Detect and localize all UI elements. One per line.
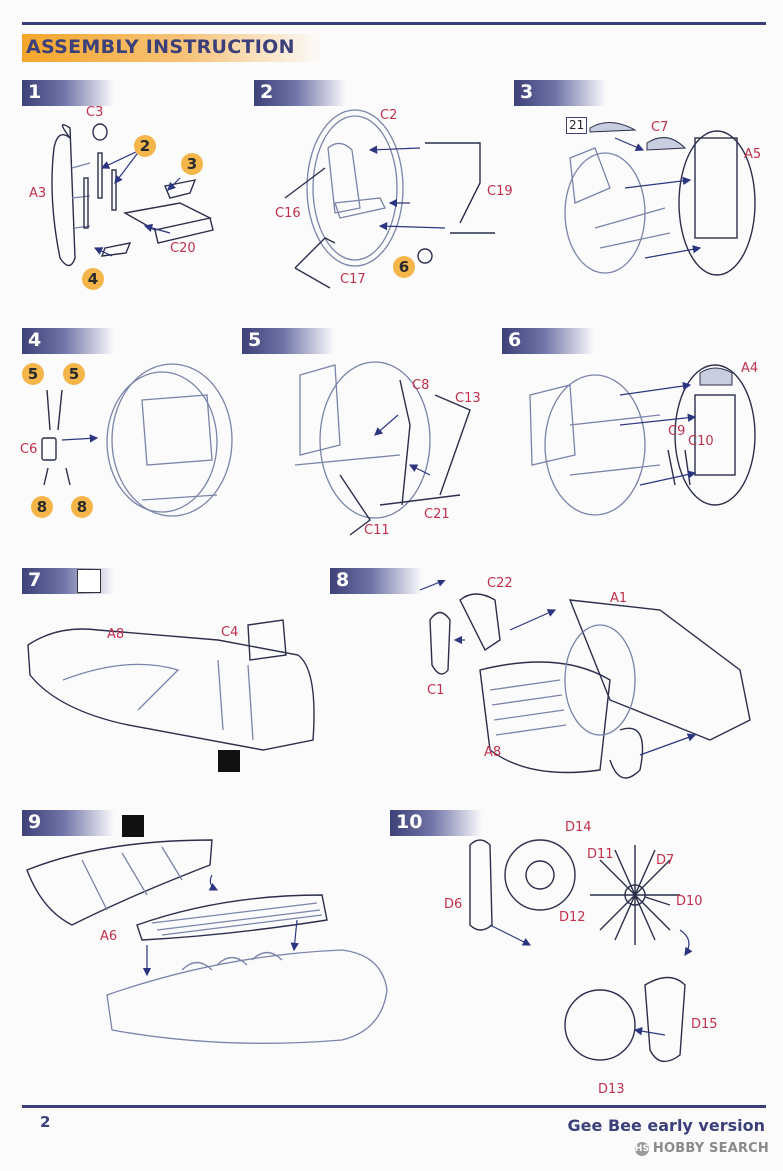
part-label: D10	[676, 894, 703, 909]
part-label: C2	[380, 108, 398, 123]
sub-assembly-icon	[77, 569, 101, 593]
part-label: C3	[86, 105, 104, 120]
part-label: D13	[598, 1082, 625, 1097]
step-badge-5: 5	[242, 328, 334, 354]
ref-bubble: 6	[393, 256, 415, 278]
part-label: C7	[651, 120, 669, 135]
ref-bubble: 3	[181, 153, 203, 175]
ref-bubble: 5	[22, 363, 44, 385]
part-label: A1	[610, 591, 628, 606]
bottom-rule	[22, 1105, 766, 1108]
step-number: 9	[28, 811, 42, 833]
watermark-logo-icon: HS	[634, 1141, 650, 1156]
part-label: A5	[744, 147, 762, 162]
top-rule	[22, 22, 766, 25]
step8-drawing	[419, 580, 751, 779]
part-label: C16	[275, 206, 301, 221]
step9-drawing	[26, 815, 388, 1044]
part-label: C9	[668, 424, 686, 439]
step-badge-6: 6	[502, 328, 594, 354]
step2-drawing	[284, 109, 495, 289]
step-number: 10	[396, 811, 423, 833]
part-label: C21	[424, 507, 450, 522]
step-badge-2: 2	[254, 80, 346, 106]
part-label: C17	[340, 272, 366, 287]
step-number: 4	[28, 329, 42, 351]
part-label: C8	[412, 378, 430, 393]
ref-bubble: 4	[82, 268, 104, 290]
watermark-text: HOBBY SEARCH	[652, 1141, 769, 1156]
step-badge-9: 9	[22, 810, 114, 836]
step5-drawing	[294, 361, 471, 536]
part-label: C20	[170, 241, 196, 256]
ref-box: 21	[566, 117, 588, 134]
step4-drawing	[41, 363, 233, 517]
part-label: D15	[691, 1017, 718, 1032]
step-badge-4: 4	[22, 328, 114, 354]
part-label: C11	[364, 523, 390, 538]
part-label: D6	[444, 897, 463, 912]
part-label: D12	[559, 910, 586, 925]
step-badge-1: 1	[22, 80, 114, 106]
ref-bubble: 2	[134, 135, 156, 157]
part-label: A6	[100, 929, 118, 944]
step-number: 8	[336, 569, 350, 591]
part-label: D7	[656, 853, 675, 868]
part-label: C10	[688, 434, 714, 449]
part-label: C4	[221, 625, 239, 640]
step-number: 5	[248, 329, 262, 351]
model-title: Gee Bee early version	[567, 1116, 765, 1135]
step7-drawing	[27, 619, 315, 772]
step3-drawing	[564, 122, 756, 276]
step-badge-8: 8	[330, 568, 422, 594]
part-label: C13	[455, 391, 481, 406]
part-label: C6	[20, 442, 38, 457]
step-number: 7	[28, 569, 42, 591]
step-number: 2	[260, 81, 274, 103]
step-number: 1	[28, 81, 42, 103]
step-badge-10: 10	[390, 810, 482, 836]
part-label: A3	[29, 186, 47, 201]
step1-drawing	[51, 123, 214, 267]
step-number: 3	[520, 81, 534, 103]
page-number: 2	[40, 1113, 51, 1131]
part-label: C1	[427, 683, 445, 698]
step6-drawing	[529, 364, 756, 516]
ref-bubble: 8	[71, 496, 93, 518]
part-label: A8	[107, 627, 125, 642]
part-label: C19	[487, 184, 513, 199]
page-title: ASSEMBLY INSTRUCTION	[26, 36, 295, 58]
header-band	[22, 34, 322, 62]
step10-drawing	[469, 839, 693, 1063]
part-label: A4	[741, 361, 759, 376]
ref-bubble: 8	[31, 496, 53, 518]
part-label: C22	[487, 576, 513, 591]
part-label: D14	[565, 820, 592, 835]
part-label: A8	[484, 745, 502, 760]
step-badge-3: 3	[514, 80, 606, 106]
part-label: D11	[587, 847, 614, 862]
ref-bubble: 5	[63, 363, 85, 385]
step-number: 6	[508, 329, 522, 351]
